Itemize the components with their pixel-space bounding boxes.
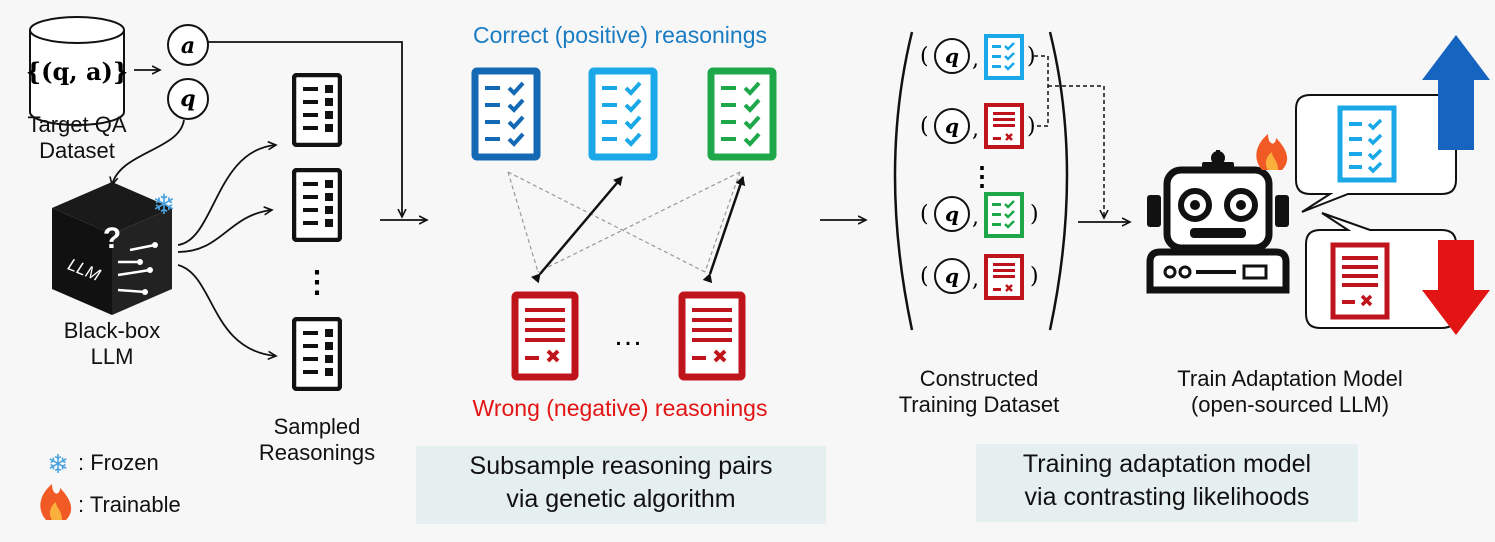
wrong-reasonings-title: Wrong (negative) reasonings	[472, 395, 768, 421]
train-box-line1: Training adaptation model	[1022, 450, 1312, 478]
arrow-q-to-llm	[112, 119, 185, 185]
answer-circle	[167, 24, 209, 66]
robot-icon	[1146, 150, 1290, 294]
svg-text:,: ,	[972, 205, 979, 230]
svg-text:q: q	[945, 44, 959, 68]
sampled-label: Sampled Reasonings	[247, 414, 387, 467]
svg-text:,: ,	[972, 47, 979, 72]
blackbox-question-mark: ?	[103, 222, 121, 255]
svg-text:q: q	[945, 264, 959, 288]
constructed-label: Constructed Training Dataset	[894, 366, 1064, 419]
svg-text:,: ,	[972, 267, 979, 292]
legend-frozen-label: : Frozen	[78, 450, 159, 475]
dataset-label-line2: Dataset	[39, 138, 115, 164]
correct-reasoning-dark-blue	[471, 67, 541, 161]
selected-pair-line-1	[531, 176, 623, 284]
likelihood-up-arrow	[1422, 35, 1490, 150]
question-symbol: q	[180, 86, 195, 112]
dataset-row-4: ( q , )	[920, 254, 1039, 300]
legend-snowflake-icon: ❄	[47, 449, 69, 479]
svg-text:): )	[1027, 114, 1036, 139]
training-adaptation-box: Training adaptation model via contrastin…	[976, 444, 1358, 522]
adaptation-label-line1: Train Adaptation Model	[1177, 366, 1403, 391]
legend-trainable-label: : Trainable	[78, 492, 181, 517]
sampled-reasoning-doc-n	[294, 319, 340, 389]
constructed-right-paren	[1048, 31, 1069, 331]
wrong-ellipsis: …	[613, 319, 643, 352]
svg-text:,: ,	[972, 117, 979, 142]
pair-bracket	[1034, 55, 1104, 218]
arrow-llm-to-sample-2	[177, 210, 272, 253]
adaptation-label-line2: (open-sourced LLM)	[1190, 392, 1390, 418]
blackbox-label-line2: LLM	[90, 344, 134, 370]
trainable-fire-icon	[1256, 134, 1288, 170]
correct-reasonings-title: Correct (positive) reasonings	[472, 22, 767, 48]
sampled-ellipsis: ⋮	[302, 266, 332, 299]
sampled-reasoning-doc-1	[294, 75, 340, 145]
dataset-row-1: ( q , )	[920, 34, 1036, 80]
dataset-cylinder	[29, 16, 125, 126]
svg-text:q: q	[945, 202, 959, 226]
dataset-row-2: ( q , )	[920, 103, 1036, 149]
blackbox-llm-cube	[52, 182, 172, 315]
legend-fire-icon	[40, 484, 72, 520]
svg-text:(: (	[920, 44, 929, 69]
likelihood-down-arrow	[1422, 240, 1490, 335]
sampled-label-line1: Sampled	[273, 414, 361, 439]
sampled-label-line2: Reasonings	[258, 440, 376, 466]
selected-pair-line-2	[702, 176, 746, 284]
constructed-label-line2: Training Dataset	[898, 392, 1060, 418]
dataset-row-3: ( q , )	[920, 192, 1039, 238]
dashed-pair-lines	[507, 171, 741, 273]
dataset-label: Target QA Dataset	[10, 112, 144, 165]
wrong-reasoning-2	[678, 291, 746, 381]
ga-box-line2: via genetic algorithm	[506, 484, 736, 513]
frozen-snowflake-icon: ❄	[152, 189, 175, 220]
svg-text:): )	[1030, 202, 1039, 227]
ga-box-line1: Subsample reasoning pairs	[469, 452, 773, 480]
correct-reasoning-green	[707, 67, 777, 161]
wrong-reasoning-1	[511, 291, 579, 381]
constructed-left-paren	[893, 31, 914, 331]
sampled-reasoning-doc-2	[294, 170, 340, 240]
correct-reasoning-light-blue	[588, 67, 658, 161]
arrow-llm-to-sample-1	[177, 145, 276, 246]
speech-bubble-negative	[1305, 212, 1457, 329]
svg-text:(: (	[920, 264, 929, 289]
blackbox-label-line1: Black-box	[63, 318, 161, 343]
adaptation-label: Train Adaptation Model (open-sourced LLM…	[1150, 366, 1430, 419]
speech-bubble-positive	[1295, 94, 1457, 213]
answer-symbol: a	[181, 33, 195, 59]
genetic-algorithm-box: Subsample reasoning pairs via genetic al…	[416, 446, 826, 524]
svg-text:(: (	[920, 202, 929, 227]
train-box-line2: via contrasting likelihoods	[1024, 482, 1310, 511]
svg-text:(: (	[920, 114, 929, 139]
svg-text:): )	[1030, 264, 1039, 289]
blackbox-label: Black-box LLM	[32, 318, 192, 371]
arrow-a-to-selection	[208, 41, 402, 217]
dataset-label-line1: Target QA	[27, 112, 127, 137]
svg-text:): )	[1027, 44, 1036, 69]
constructed-label-line1: Constructed	[919, 366, 1039, 391]
dataset-ellipsis: ⋮	[969, 161, 995, 191]
arrow-llm-to-sample-n	[177, 264, 276, 356]
dataset-set-notation: {(q, a)}	[26, 57, 129, 86]
svg-text:q: q	[945, 114, 959, 138]
question-circle	[167, 78, 209, 120]
